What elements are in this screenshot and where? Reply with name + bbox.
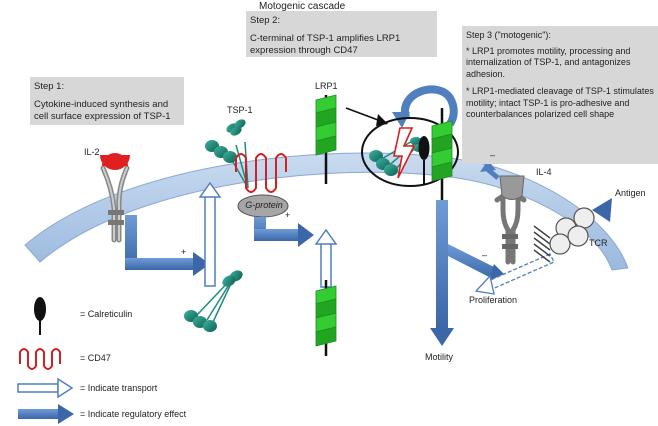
il4-label: IL-4 [536, 167, 552, 177]
recycling-arrow [392, 85, 458, 128]
il2-label: IL-2 [84, 147, 100, 157]
plus-sign-gprotein: + [285, 210, 291, 220]
antigen-triangle [592, 198, 612, 222]
il2-ligand-cap [100, 155, 130, 170]
legend-calreticulin-icon [34, 297, 46, 335]
step3-bullet2: * LRP1-mediated cleavage of TSP-1 stimul… [466, 86, 654, 119]
step3-title: Step 3 ("motogenic"): [466, 30, 551, 40]
regulatory-arrow-motility [430, 200, 510, 346]
minus-sign-proliferation: – [482, 250, 488, 260]
regulatory-arrow-il4 [480, 160, 500, 180]
step3-bullet1: * LRP1 promotes motility, processing and… [466, 45, 631, 79]
step2-body: C-terminal of TSP-1 amplifies LRP1 expre… [250, 33, 401, 56]
step3-box: Step 3 ("motogenic"): * LRP1 promotes mo… [462, 26, 658, 164]
step2-box: Step 2: C-terminal of TSP-1 amplifies LR… [246, 11, 437, 57]
tcr-label: TCR [589, 238, 608, 248]
step1-box: Step 1: Cytokine-induced synthesis and c… [30, 77, 184, 125]
cleavage-bolt [393, 127, 416, 179]
legend-regulatory-label: = Indicate regulatory effect [80, 409, 187, 419]
tsp1-upper [205, 119, 249, 189]
lrp1-label: LRP1 [315, 81, 338, 91]
minus-sign-il4: – [490, 150, 496, 160]
legend-cd47-icon [19, 348, 61, 370]
tsp1-label: TSP-1 [227, 105, 253, 115]
regulatory-arrow-il2 [125, 215, 210, 276]
arrow-lrp1-to-complex [345, 107, 388, 126]
legend-transport-label: = Indicate transport [80, 383, 158, 393]
legend-cd47-label: = CD47 [80, 353, 111, 363]
lrp1-upper [315, 94, 337, 184]
legend-transport-icon [17, 377, 74, 399]
lrp1-lower [315, 280, 337, 356]
cell-membrane [24, 152, 629, 271]
il2-receptor [100, 165, 130, 243]
proliferation-label: Proliferation [469, 295, 518, 305]
tcr-complex [533, 207, 595, 263]
g-protein-label: G-protein [245, 200, 283, 210]
motogenic-cascade-title: Motogenic cascade [259, 1, 346, 12]
il4-receptor [494, 191, 527, 265]
tsp1-lower [184, 270, 243, 332]
il4-ligand [499, 175, 525, 200]
cd47-receptor [235, 153, 287, 193]
lrp1-tsp1-complex-circle [361, 117, 459, 187]
plus-sign-il2: + [181, 247, 187, 257]
lrp1-in-complex [431, 108, 453, 200]
transport-arrow-lrp1 [314, 228, 338, 288]
dashed-arrow-tcr-proliferation [474, 253, 555, 295]
transport-arrow-tsp1 [198, 181, 222, 287]
calreticulin-in-complex [418, 136, 430, 184]
antigen-label: Antigen [615, 188, 646, 198]
legend-regulatory-icon [18, 404, 74, 424]
motility-label: Motility [425, 352, 454, 362]
step2-title: Step 2: [250, 15, 281, 26]
regulatory-arrow-gprotein [254, 217, 314, 247]
step1-title: Step 1: [34, 81, 65, 92]
legend-calreticulin-label: = Calreticulin [80, 309, 133, 319]
step1-body: Cytokine-induced synthesis and cell surf… [34, 99, 171, 122]
